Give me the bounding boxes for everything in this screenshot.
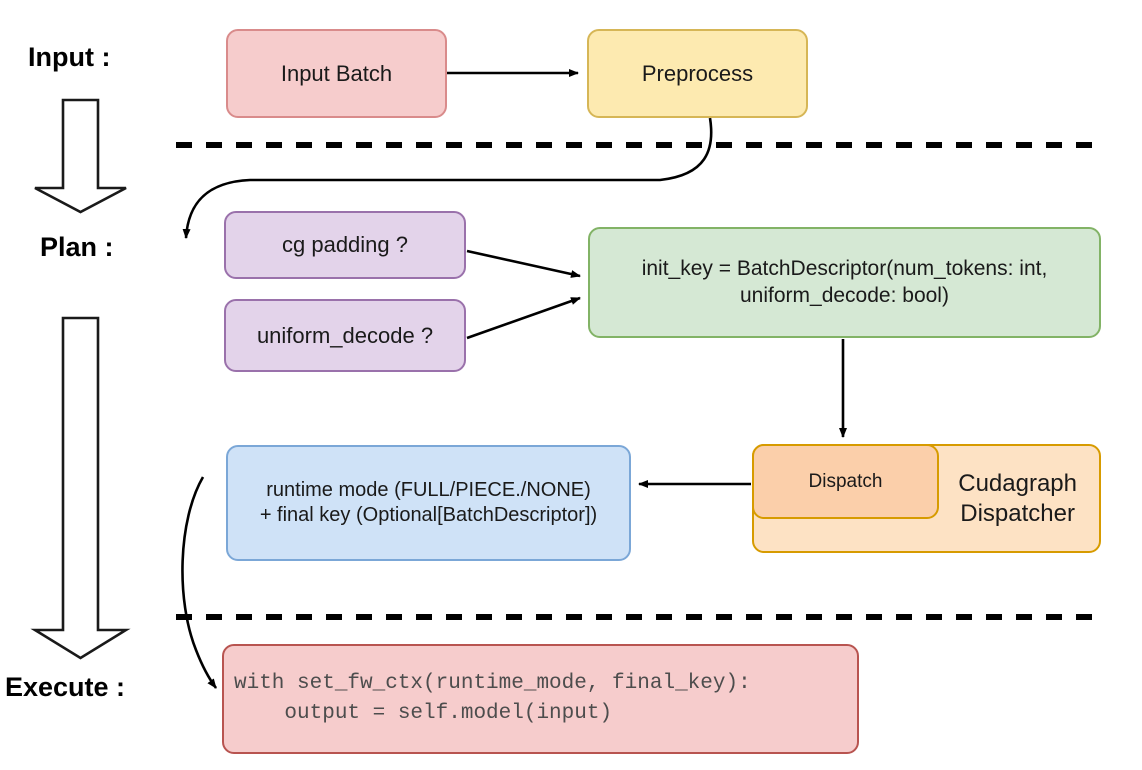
node-preprocess-label: Preprocess [641, 60, 754, 86]
node-input-batch[interactable]: Input Batch [226, 29, 447, 118]
node-init-key-line1: init_key = BatchDescriptor(num_tokens: i… [641, 257, 1048, 281]
node-exec-code[interactable]: with set_fw_ctx(runtime_mode, final_key)… [222, 644, 859, 754]
node-cudagraph-dispatcher-line2: Dispatcher [960, 499, 1075, 527]
node-cg-padding[interactable]: cg padding ? [224, 211, 466, 279]
node-dispatch[interactable]: Dispatch [752, 444, 939, 519]
stage-label-execute: Execute : [5, 672, 126, 702]
plan-to-execute-block-arrow [30, 316, 131, 660]
node-runtime-mode[interactable]: runtime mode (FULL/PIECE./NONE) + final … [226, 445, 631, 561]
node-init-key[interactable]: init_key = BatchDescriptor(num_tokens: i… [588, 227, 1101, 338]
stage-label-input: Input : [28, 42, 111, 72]
node-runtime-mode-text: runtime mode (FULL/PIECE./NONE) + final … [260, 478, 597, 528]
input-to-plan-block-arrow [34, 98, 127, 214]
node-cg-padding-label: cg padding ? [282, 232, 408, 258]
node-init-key-line2: uniform_decode: bool) [740, 283, 949, 307]
node-exec-code-line2: output = self.model(input) [234, 702, 613, 725]
node-uniform-decode-label: uniform_decode ? [256, 322, 434, 348]
node-preprocess[interactable]: Preprocess [587, 29, 808, 118]
node-cudagraph-dispatcher-text: Cudagraph Dispatcher [958, 469, 1077, 529]
arrow-uniform-decode-to-init-key [466, 296, 581, 340]
node-runtime-mode-line2: + final key (Optional[BatchDescriptor]) [259, 504, 598, 526]
node-exec-code-line1: with set_fw_ctx(runtime_mode, final_key)… [234, 671, 751, 695]
node-uniform-decode[interactable]: uniform_decode ? [224, 299, 466, 372]
arrow-cg-padding-to-init-key [466, 249, 581, 278]
node-input-batch-label: Input Batch [280, 60, 393, 86]
node-runtime-mode-line1: runtime mode (FULL/PIECE./NONE) [266, 479, 591, 501]
stage-label-plan: Plan : [40, 232, 114, 262]
node-cudagraph-dispatcher-line1: Cudagraph [958, 469, 1077, 497]
node-dispatch-label: Dispatch [808, 470, 883, 492]
node-exec-code-text: with set_fw_ctx(runtime_mode, final_key)… [234, 669, 751, 730]
node-init-key-text: init_key = BatchDescriptor(num_tokens: i… [642, 256, 1048, 309]
arrow-runtime-mode-to-exec-code [181, 476, 218, 689]
